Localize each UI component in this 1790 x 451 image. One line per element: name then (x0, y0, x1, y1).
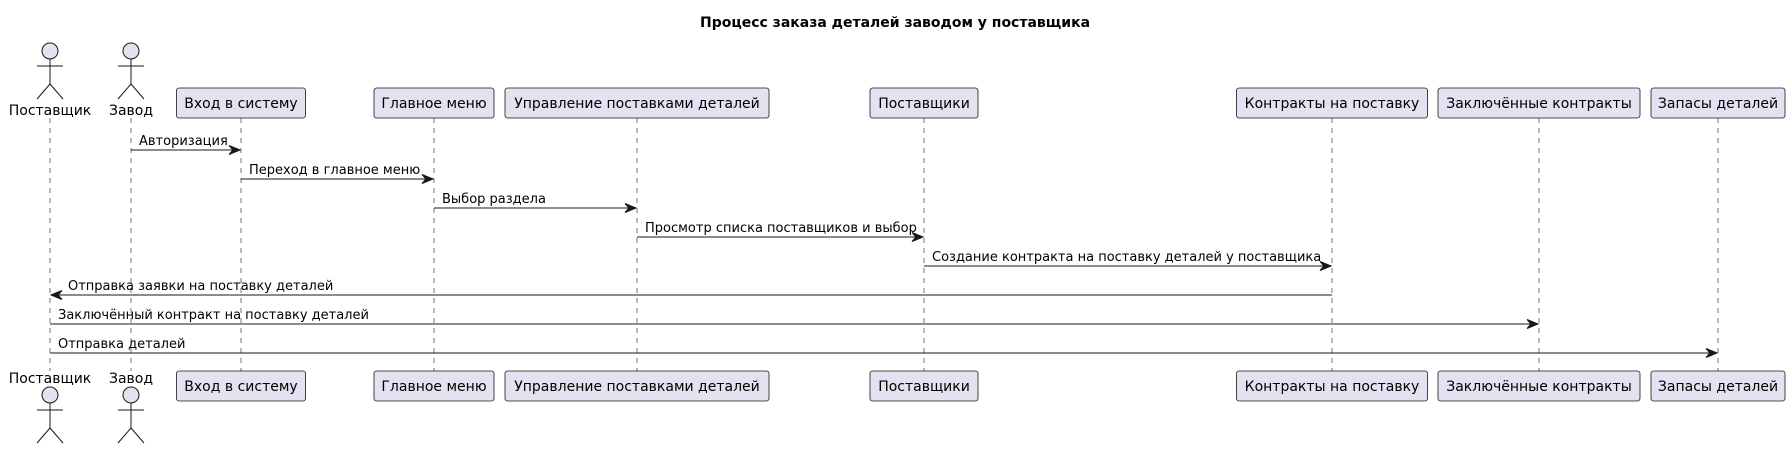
arrowhead-icon (1705, 348, 1719, 358)
message-label: Переход в главное меню (249, 163, 420, 178)
participant-box-bottom: Вход в систему (176, 370, 306, 402)
message-label: Просмотр списка поставщиков и выбор (645, 221, 917, 236)
message-label: Авторизация (139, 134, 228, 149)
participant-label-top: Главное меню (381, 96, 486, 112)
actor-icon (117, 386, 145, 444)
arrowhead-icon (1319, 261, 1333, 271)
participant-label-bottom: Главное меню (381, 379, 486, 395)
participant-label-bottom: Вход в систему (184, 379, 297, 395)
participant-box-top: Заключённые контракты (1437, 87, 1641, 119)
participant-box-bottom: Заключённые контракты (1437, 370, 1641, 402)
arrowhead-icon (421, 174, 435, 184)
message: Заключённый контракт на поставку деталей (50, 308, 1540, 329)
participant-label-top: Контракты на поставку (1245, 96, 1420, 112)
message: Переход в главное меню (241, 163, 435, 184)
participant-box-top: Поставщики (869, 87, 979, 119)
participant-label-top: Поставщики (878, 96, 970, 112)
participant-label-top: Поставщик (9, 103, 92, 119)
participant-label-top: Завод (109, 103, 153, 119)
participant-box-bottom: Главное меню (373, 370, 495, 402)
message-label: Отправка деталей (58, 337, 185, 352)
participant-box-top: Управление поставками деталей (504, 87, 770, 119)
message-label: Выбор раздела (442, 192, 546, 207)
message: Создание контракта на поставку деталей у… (924, 250, 1333, 271)
participant-label-bottom: Заключённые контракты (1446, 379, 1632, 395)
participant-label-bottom: Поставщики (878, 379, 970, 395)
participant-label-bottom: Поставщик (9, 371, 92, 387)
message-label: Заключённый контракт на поставку деталей (58, 308, 369, 323)
message: Отправка заявки на поставку деталей (49, 279, 1332, 300)
participant-label-bottom: Контракты на поставку (1245, 379, 1420, 395)
arrowhead-icon (49, 290, 63, 300)
message: Выбор раздела (434, 192, 638, 213)
participant-label-top: Управление поставками деталей (514, 96, 760, 112)
participant-box-bottom: Поставщики (869, 370, 979, 402)
participant-label-top: Заключённые контракты (1446, 96, 1632, 112)
diagram-title: Процесс заказа деталей заводом у поставщ… (700, 15, 1090, 31)
participant-label-bottom: Управление поставками деталей (514, 379, 760, 395)
actor-icon (36, 42, 64, 100)
arrowhead-icon (911, 232, 925, 242)
message-label: Создание контракта на поставку деталей у… (932, 250, 1321, 265)
actor-icon (36, 386, 64, 444)
participant-label-bottom: Запасы деталей (1658, 379, 1778, 395)
arrowhead-icon (624, 203, 638, 213)
participant-box-top: Главное меню (373, 87, 495, 119)
arrowhead-icon (228, 145, 242, 155)
message: Отправка деталей (50, 337, 1719, 358)
message: Авторизация (131, 134, 242, 155)
participant-label-bottom: Завод (109, 371, 153, 387)
participant-label-top: Вход в систему (184, 96, 297, 112)
participant-box-top: Вход в систему (176, 87, 306, 119)
participant-box-bottom: Управление поставками деталей (504, 370, 770, 402)
participant-box-bottom: Запасы деталей (1650, 370, 1786, 402)
arrowhead-icon (1526, 319, 1540, 329)
participant-box-top: Запасы деталей (1650, 87, 1786, 119)
message: Просмотр списка поставщиков и выбор (637, 221, 925, 242)
actor-icon (117, 42, 145, 100)
participant-box-top: Контракты на поставку (1236, 87, 1428, 119)
participant-box-bottom: Контракты на поставку (1236, 370, 1428, 402)
lifelines (49, 118, 1719, 371)
message-label: Отправка заявки на поставку деталей (68, 279, 333, 294)
participant-label-top: Запасы деталей (1658, 96, 1778, 112)
